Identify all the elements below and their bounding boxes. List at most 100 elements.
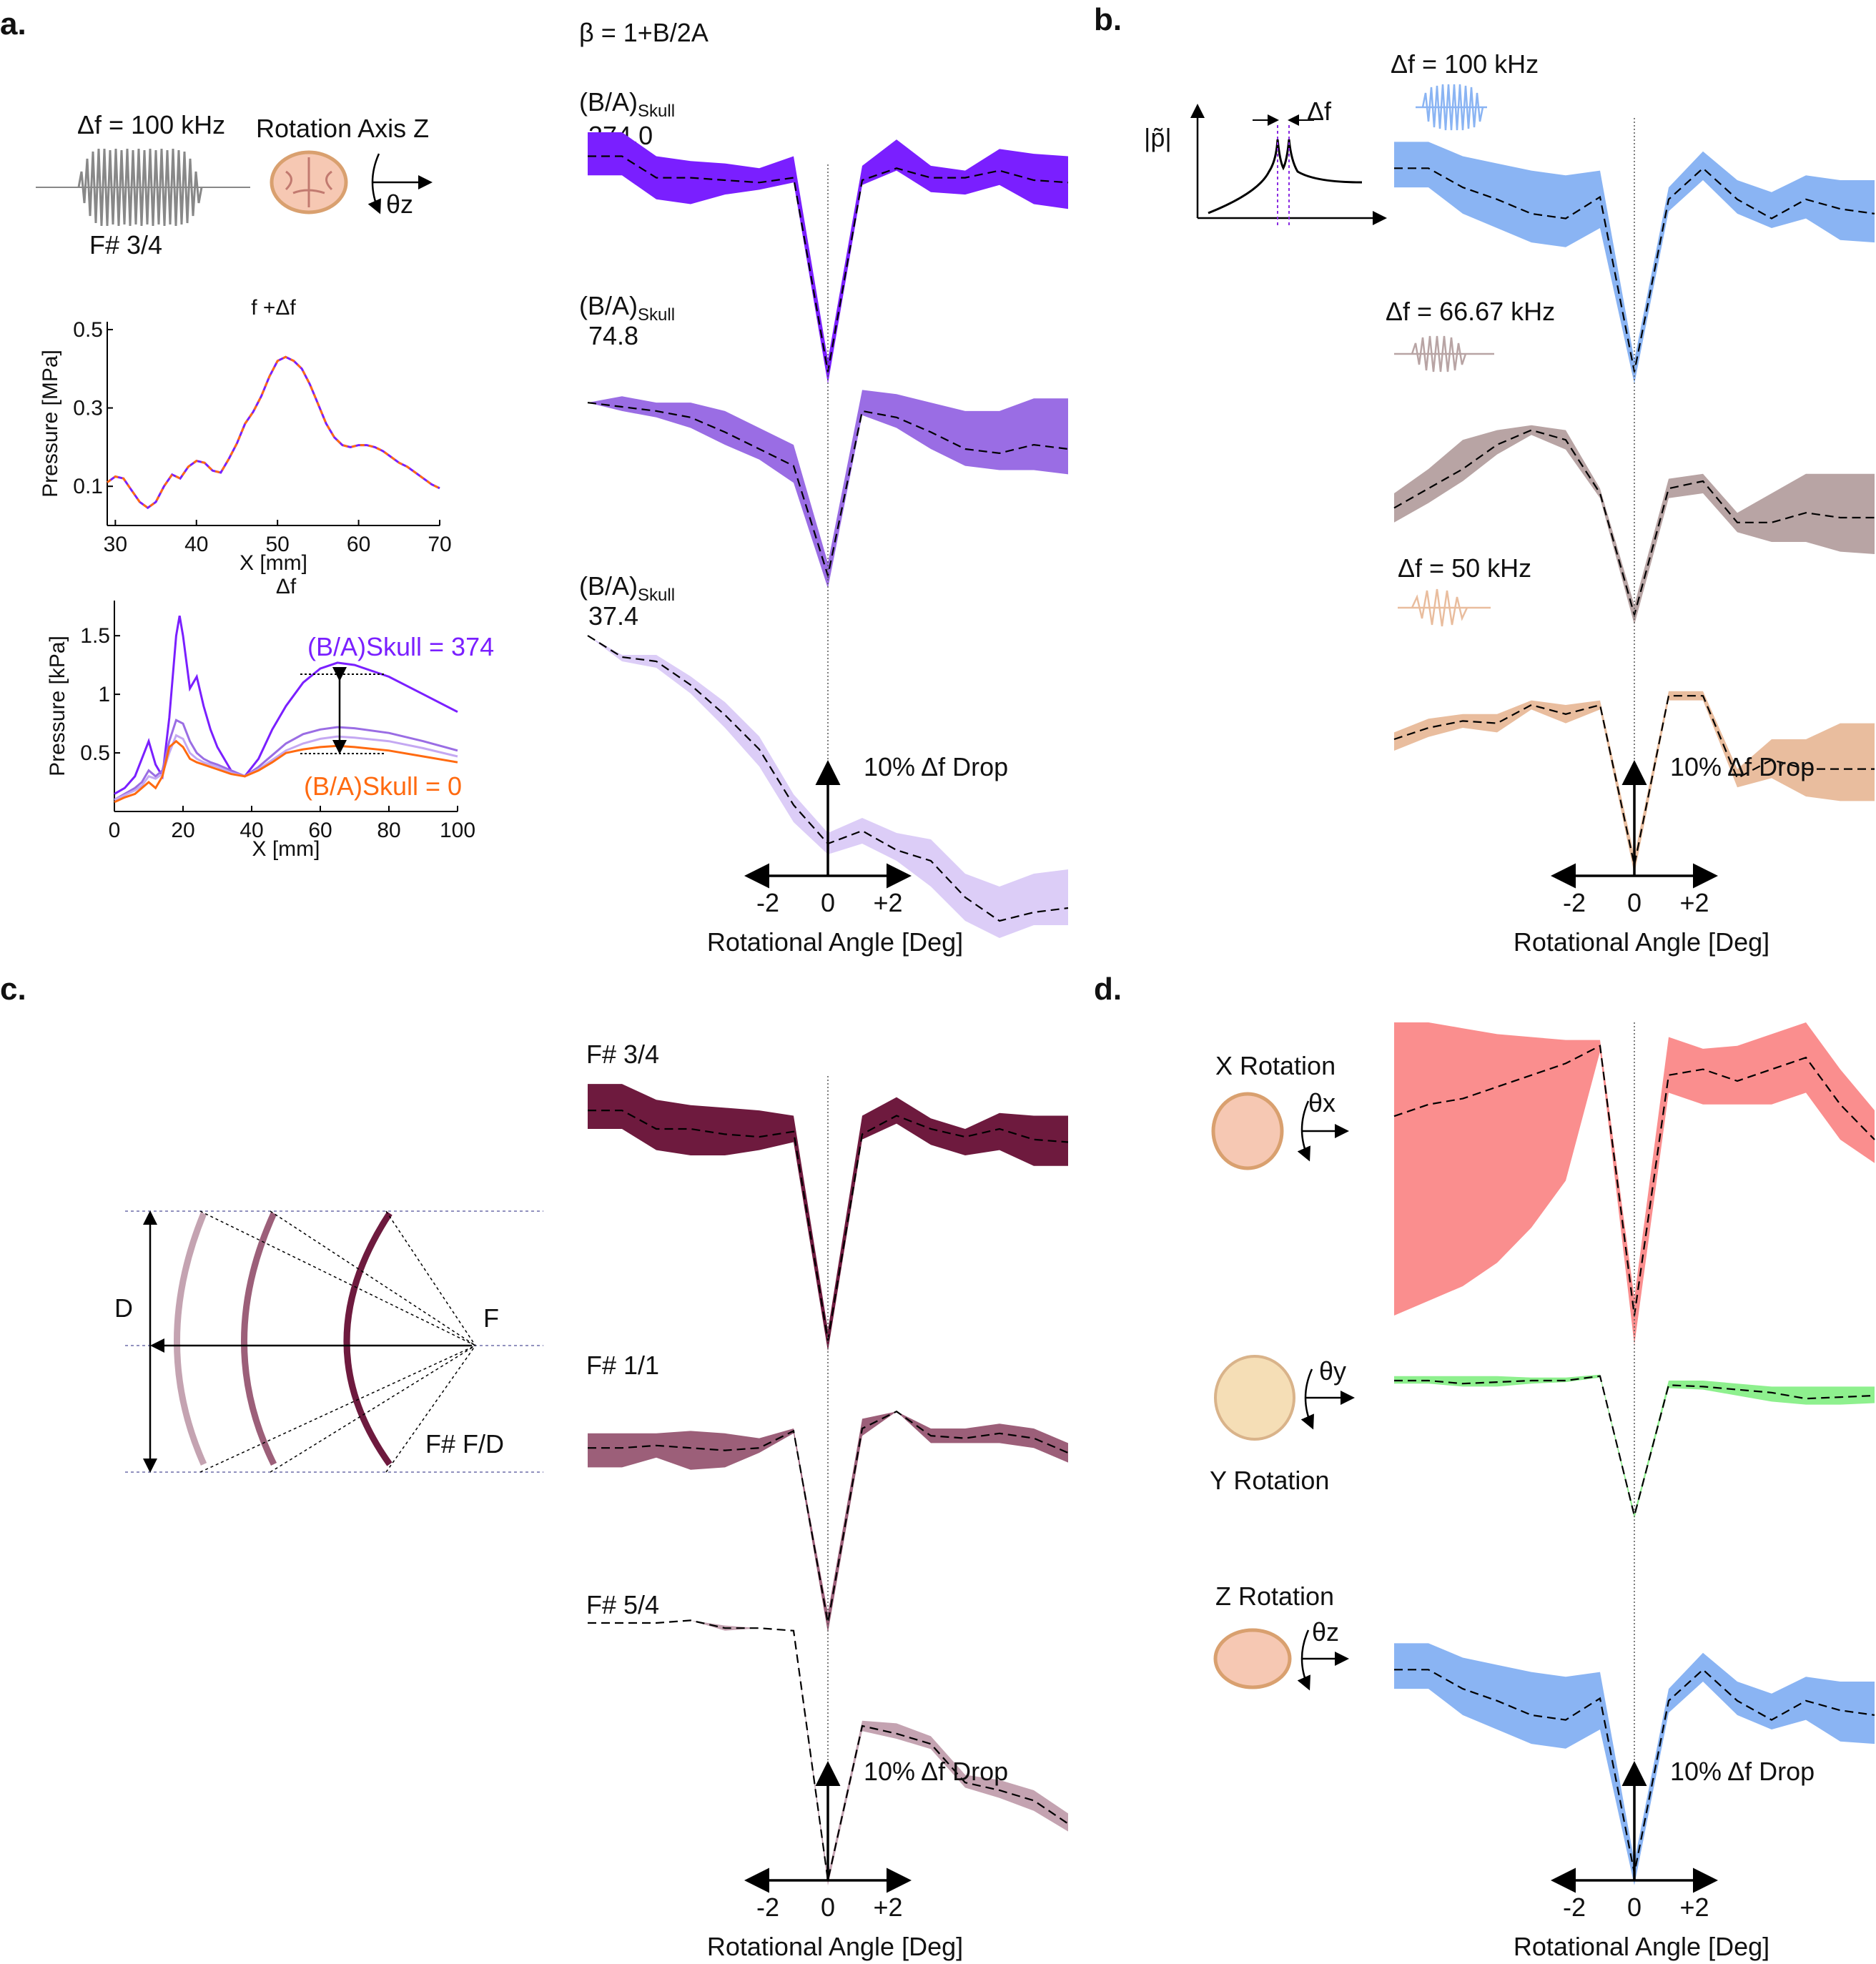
chart-title: Δf <box>276 575 297 598</box>
angle-axis-label: Rotational Angle [Deg] <box>707 1932 963 1961</box>
x-tick-label: 30 <box>104 533 127 556</box>
transducer-arc-mid <box>241 1212 277 1466</box>
angle-tick-label: 0 <box>1627 1893 1642 1922</box>
brain-coronal-icon <box>1211 1092 1284 1170</box>
x-tick-label: 60 <box>308 819 332 842</box>
x-rotation-label: X Rotation <box>1215 1051 1336 1080</box>
label-F: F <box>483 1303 499 1333</box>
focal-lines <box>199 1210 476 1473</box>
a-label-3-value: 37.4 <box>588 601 638 631</box>
confidence-band <box>1394 1022 1875 1345</box>
sweep-series-11 <box>1394 1374 1875 1519</box>
a-label-2: (B/A)Skull <box>579 291 675 325</box>
drop-label: 10% Δf Drop <box>864 752 1008 781</box>
x-rotation-arrow <box>1297 1100 1310 1162</box>
bam-374-label: (B/A)Skull = 374 <box>307 632 494 661</box>
series-line <box>114 739 458 804</box>
y-axis-label: Pressure [kPa] <box>46 636 69 776</box>
x-tick-label: 40 <box>184 533 208 556</box>
angle-axis-label: Rotational Angle [Deg] <box>1514 927 1769 957</box>
angle-tick-label: +2 <box>873 1893 902 1922</box>
bam-0-label: (B/A)Skull = 0 <box>304 771 462 801</box>
spectrum-curve <box>1208 139 1363 214</box>
theta-z-label: θz <box>386 189 413 219</box>
transducer-arc-small <box>174 1212 207 1466</box>
confidence-band <box>1394 1643 1875 1885</box>
y-tick-label: 0.5 <box>73 318 103 342</box>
chart-a-top: 30 40 50 60 70 0.1 0.3 0.5 X [mm] Pressure [MPa] f… <box>39 296 452 575</box>
panel-c-labels: F# 3/4 F# 1/1 F# 5/4 <box>586 1040 659 1619</box>
b-burst-1 <box>1416 84 1487 131</box>
skull-sagittal-icon <box>1214 1355 1295 1441</box>
x-tick-label: 70 <box>428 533 451 556</box>
y-tick-label: 1.5 <box>80 624 110 648</box>
theta-x-label: θx <box>1308 1088 1336 1117</box>
angle-tick-label: +2 <box>1679 1893 1709 1922</box>
chart-title: f +Δf <box>251 296 296 320</box>
angle-tick-label: 0 <box>821 1893 835 1922</box>
fnum-definition: F# F/D <box>425 1429 504 1459</box>
y-rotation-label: Y Rotation <box>1210 1466 1329 1495</box>
series-line <box>107 355 440 510</box>
mean-line <box>588 1410 1069 1624</box>
angle-tick-label: -2 <box>756 888 779 917</box>
angle-sweep-charts <box>587 132 1875 1886</box>
confidence-band <box>588 1084 1068 1351</box>
sweep-series-7 <box>588 1084 1069 1351</box>
a-label-2-value: 74.8 <box>588 321 638 350</box>
angle-tick-label: -2 <box>1563 1893 1586 1922</box>
mean-line <box>1394 1375 1875 1516</box>
signal-burst <box>77 148 203 227</box>
series-line <box>114 734 458 801</box>
c-label-1: F# 3/4 <box>586 1040 659 1069</box>
mean-line <box>588 1619 1069 1881</box>
angle-tick-label: +2 <box>1679 888 1709 917</box>
panel-letter-c: c. <box>0 972 26 1007</box>
series-line <box>114 616 458 795</box>
spectrum-inset: |p̃| Δf <box>1144 97 1387 225</box>
x-axis-label: X [mm] <box>252 837 320 861</box>
x-tick-label: 40 <box>240 819 263 842</box>
x-tick-label: 50 <box>265 533 289 556</box>
x-axis-label: X [mm] <box>240 551 307 575</box>
spectrum-df-label: Δf <box>1307 97 1332 126</box>
b-label-1: Δf = 100 kHz <box>1391 49 1539 79</box>
x-tick-label: 60 <box>347 533 370 556</box>
beta-formula: β = 1+B/2A <box>579 18 709 47</box>
y-tick-label: 1 <box>98 683 110 706</box>
sweep-series-9 <box>588 1619 1069 1886</box>
y-tick-label: 0.3 <box>73 397 103 420</box>
spectrum-ylabel: |p̃| <box>1144 123 1172 152</box>
b-burst-3 <box>1398 588 1491 627</box>
angle-tick-label: -2 <box>1563 888 1586 917</box>
brain-fold <box>285 157 333 207</box>
confidence-band <box>588 390 1068 588</box>
theta-z-label-d: θz <box>1312 1617 1339 1647</box>
a-label-3: (B/A)Skull <box>579 571 675 605</box>
confidence-band <box>1394 142 1875 384</box>
rotation-axis-label: Rotation Axis Z <box>256 114 429 143</box>
drop-label: 10% Δf Drop <box>1670 752 1815 781</box>
mean-line <box>1393 695 1875 866</box>
panel-d-labels: X Rotation θx θy Y Rotation Z Rotation θ… <box>1210 1051 1355 1691</box>
series-line <box>107 355 440 510</box>
x-tick-label: 0 <box>109 819 121 842</box>
angle-axis-label: Rotational Angle [Deg] <box>1514 1932 1769 1961</box>
confidence-band <box>588 1411 1068 1633</box>
angle-tick-label: 0 <box>821 888 835 917</box>
y-tick-label: 0.1 <box>73 475 103 498</box>
b-label-3: Δf = 50 kHz <box>1398 553 1531 583</box>
c-label-2: F# 1/1 <box>586 1351 659 1380</box>
confidence-band <box>588 636 1068 938</box>
y-axis-label: Pressure [MPa] <box>39 350 62 498</box>
z-rotation-label: Z Rotation <box>1215 1581 1334 1611</box>
sweep-series-6 <box>1393 691 1875 874</box>
panel-letter-d: d. <box>1094 972 1122 1007</box>
confidence-band <box>588 132 1068 384</box>
drop-label: 10% Δf Drop <box>1670 1757 1815 1786</box>
panel-b-labels: Δf = 100 kHz Δf = 66.67 kHz Δf = 50 kHz <box>1386 49 1555 627</box>
